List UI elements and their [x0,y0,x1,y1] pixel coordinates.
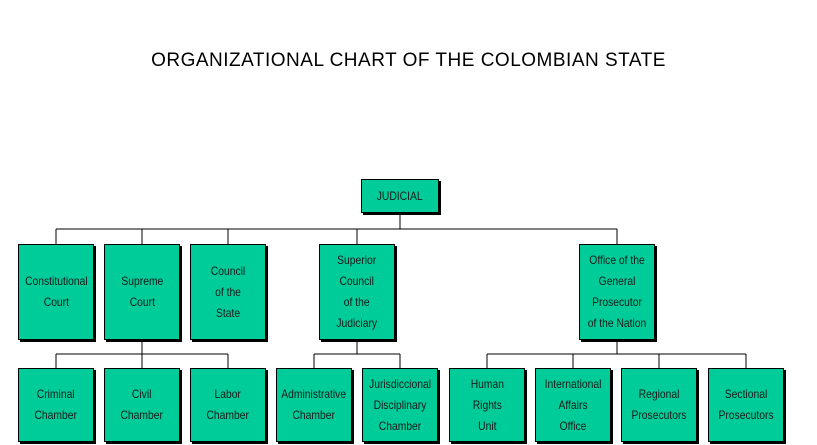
node-supreme-court: Supreme Court [104,244,180,340]
node-council-of-state: Council of the State [190,244,266,340]
node-regional-prosecutors: Regional Prosecutors [621,368,697,442]
node-label: JUDICIAL [377,188,423,203]
node-criminal-chamber: Criminal Chamber [18,368,94,442]
node-judicial: JUDICIAL [361,179,439,213]
node-human-rights-unit: Human Rights Unit [449,368,525,442]
chart-title: ORGANIZATIONAL CHART OF THE COLOMBIAN ST… [151,50,666,71]
node-general-prosecutor: Office of the General Prosecutor of the … [579,244,655,340]
node-label: Supreme Court [121,274,163,309]
node-label: Human Rights Unit [470,376,504,433]
node-label: Jurisdiccional Disciplinary Chamber [369,376,431,433]
node-superior-council: Superior Council of the Judiciary [319,244,395,340]
node-labor-chamber: Labor Chamber [190,368,266,442]
node-label: Constitutional Court [24,274,88,309]
node-sectional-prosecutors: Sectional Prosecutors [708,368,784,442]
node-civil-chamber: Civil Chamber [104,368,180,442]
node-label: Sectional Prosecutors [718,387,774,422]
node-constitutional-court: Constitutional Court [18,244,94,340]
node-international-affairs-office: International Affairs Office [535,368,611,442]
node-disciplinary-chamber: Jurisdiccional Disciplinary Chamber [362,368,438,442]
node-label: Regional Prosecutors [631,387,687,422]
node-label: Administrative Chamber [281,387,347,422]
node-label: Office of the General Prosecutor of the … [587,253,647,330]
node-label: Civil Chamber [120,387,164,422]
node-label: Criminal Chamber [34,387,78,422]
node-label: Labor Chamber [206,387,250,422]
node-label: Superior Council of the Judiciary [336,253,378,330]
node-label: Council of the State [210,263,246,320]
node-label: International Affairs Office [544,376,602,433]
node-administrative-chamber: Administrative Chamber [276,368,352,442]
